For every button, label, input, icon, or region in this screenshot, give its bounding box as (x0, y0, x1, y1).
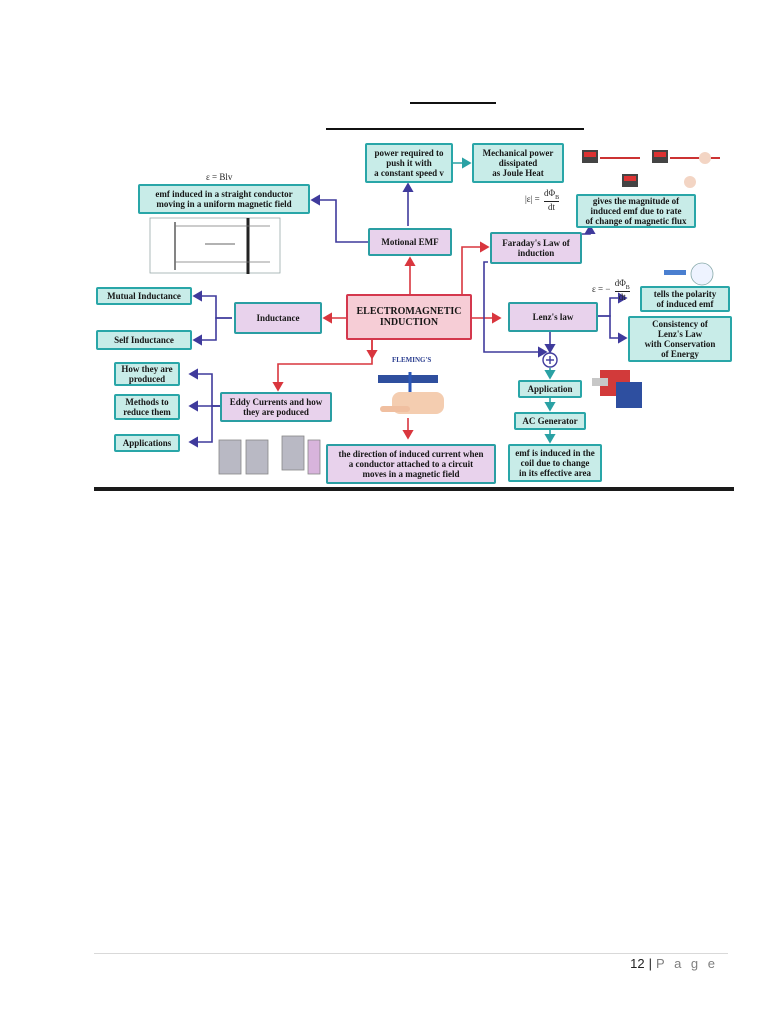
lenz-formula: ε = − dΦB dt (592, 278, 630, 302)
lenz-flux-numerator: dΦ (614, 278, 626, 288)
emf-coil-box: emf is induced in the coil due to change… (508, 444, 602, 482)
page-separator: | (648, 956, 653, 971)
flux-subscript: B (555, 194, 560, 201)
page-number: 12 (630, 956, 645, 971)
emf-straight-conductor-box: emf induced in a straight conductor movi… (138, 184, 310, 214)
motional-emf-box: Motional EMF (368, 228, 452, 256)
page-footer: 12|P a g e (630, 956, 718, 971)
emf-formula: ε = Blv (206, 172, 233, 182)
faraday-formula: |ε| = dΦB dt (525, 188, 560, 212)
lenz-flux-subscript: B (625, 284, 630, 291)
faraday-law-box: Faraday's Law of induction (490, 232, 582, 264)
page-word: P a g e (656, 956, 718, 971)
mutual-inductance-box: Mutual Inductance (96, 287, 192, 305)
lenz-flux-denominator: dt (618, 291, 626, 302)
flux-denominator: dt (548, 201, 556, 212)
fleming-direction-box: the direction of induced current when a … (326, 444, 496, 484)
fleming-rule-label: FLEMING'S (392, 356, 432, 364)
self-inductance-box: Self Inductance (96, 330, 192, 350)
methods-reduce-box: Methods to reduce them (114, 394, 180, 420)
power-required-box: power required to push it with a constan… (365, 143, 453, 183)
inductance-box: Inductance (234, 302, 322, 334)
eddy-currents-box: Eddy Currents and how they are poduced (220, 392, 332, 422)
lenz-formula-lhs: ε = − (592, 283, 611, 294)
faraday-formula-lhs: |ε| = (525, 193, 540, 204)
application-box: Application (518, 380, 582, 398)
ac-generator-box: AC Generator (514, 412, 586, 430)
how-produced-box: How they are produced (114, 362, 180, 386)
applications-box: Applications (114, 434, 180, 452)
faraday-description-box: gives the magnitude of induced emf due t… (576, 194, 696, 228)
electromagnetic-induction-box: ELECTROMAGNETIC INDUCTION (346, 294, 472, 340)
title-underline-short (410, 102, 496, 104)
footer-divider (94, 953, 728, 954)
panel-bottom-border (94, 487, 734, 491)
lenz-law-box: Lenz's law (508, 302, 598, 332)
lenz-description-box: tells the polarity of induced emf (640, 286, 730, 312)
title-underline-long (326, 128, 584, 130)
mechanical-power-box: Mechanical power dissipated as Joule Hea… (472, 143, 564, 183)
lenz-consistency-box: Consistency of Lenz's Law with Conservat… (628, 316, 732, 362)
flux-numerator: dΦ (543, 188, 556, 198)
